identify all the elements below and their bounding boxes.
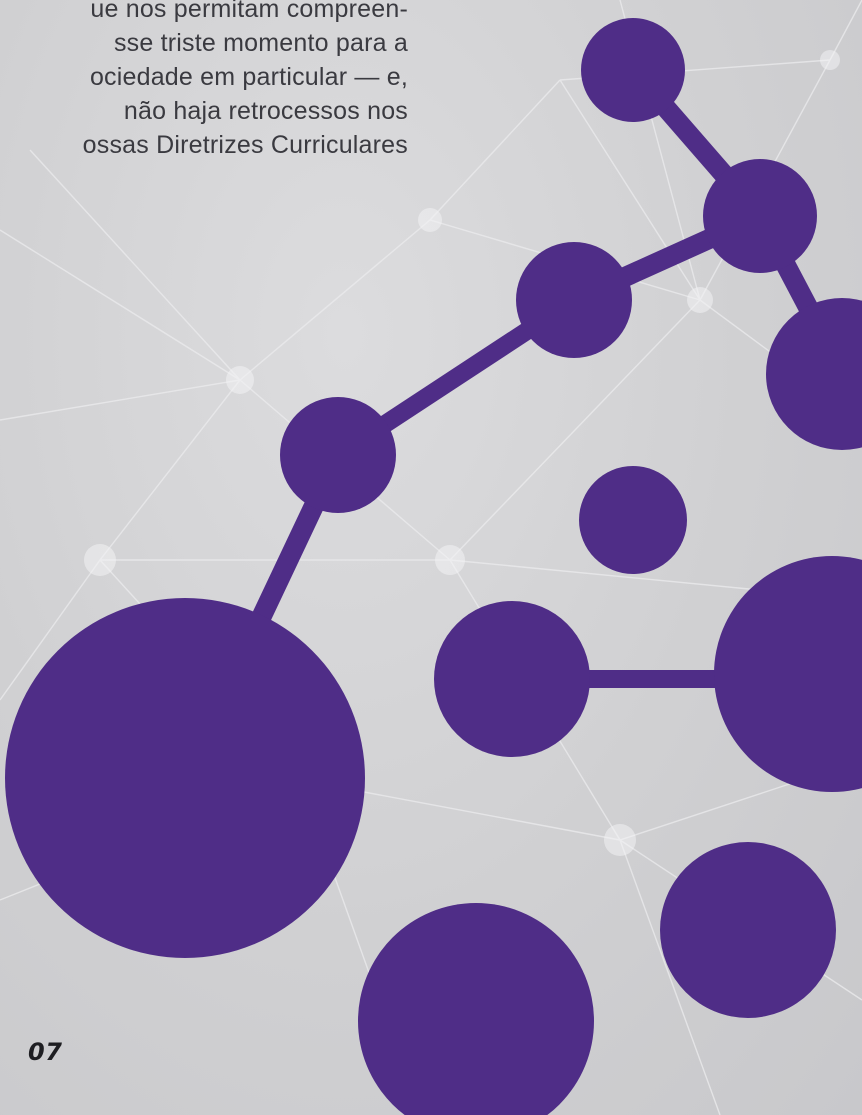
page-number: 07 xyxy=(28,1038,63,1066)
atom-mid-left xyxy=(280,397,396,513)
atom-small-center xyxy=(579,466,687,574)
atom-mid-right xyxy=(434,601,590,757)
atom-large-left xyxy=(5,598,365,958)
text-line-5: ossas Diretrizes Curriculares xyxy=(82,131,408,159)
text-line-4: não haja retrocessos nos xyxy=(123,97,408,125)
text-line-1: ue nos permitam compreen- xyxy=(90,0,408,23)
body-text-excerpt: ue nos permitam compreen- sse triste mom… xyxy=(0,0,408,162)
atom-top xyxy=(581,18,685,122)
atom-right-edge xyxy=(766,298,862,450)
atom-bottom xyxy=(358,903,594,1115)
atom-large-right xyxy=(714,556,862,792)
atom-upper-right xyxy=(703,159,817,273)
text-line-3: ociedade em particular — e, xyxy=(89,63,408,91)
text-line-2: sse triste momento para a xyxy=(113,29,408,57)
atom-lower-right xyxy=(660,842,836,1018)
atom-mid-upper xyxy=(516,242,632,358)
